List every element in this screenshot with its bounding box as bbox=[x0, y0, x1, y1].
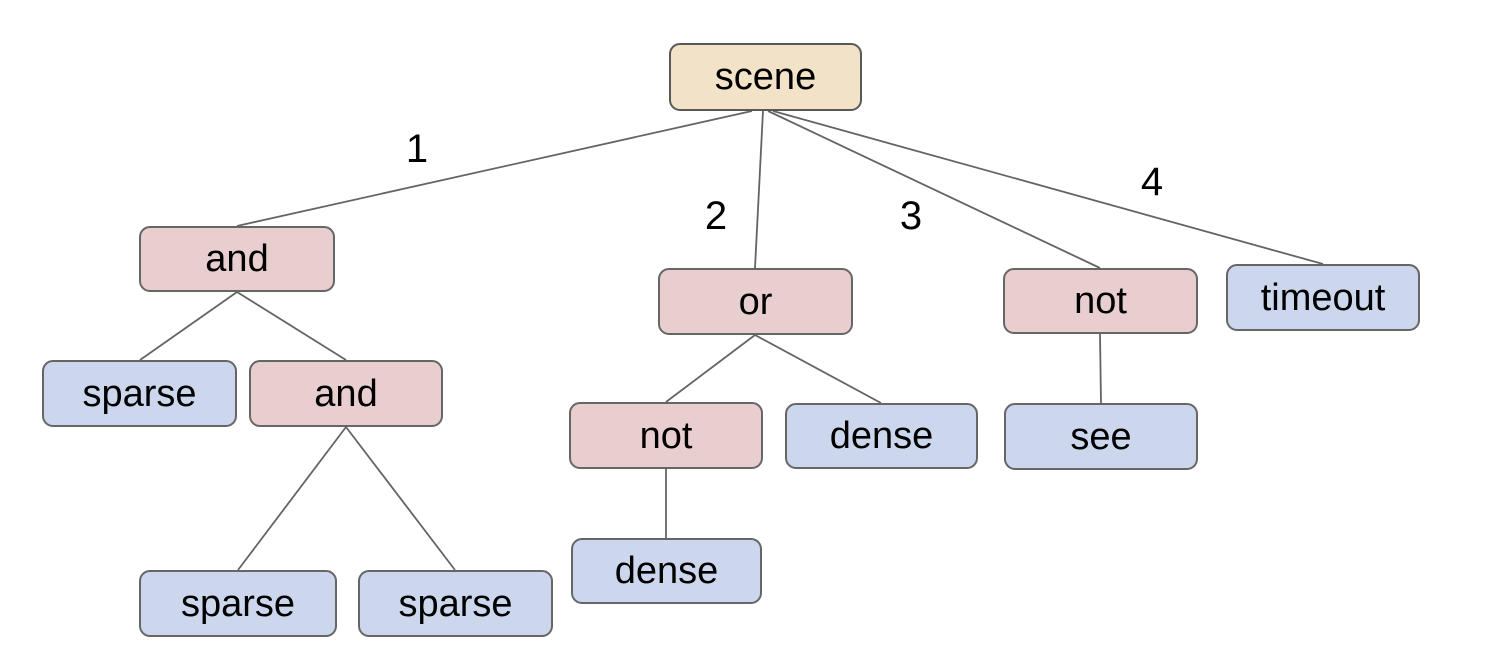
node-or[interactable]: or bbox=[658, 268, 853, 335]
node-timeout[interactable]: timeout bbox=[1226, 264, 1420, 331]
edge-not-see bbox=[1099, 333, 1102, 404]
node-see[interactable]: see bbox=[1004, 403, 1198, 470]
node-dense-under-or[interactable]: dense bbox=[785, 403, 978, 469]
edge-or-dense bbox=[754, 334, 882, 404]
edge-label-2: 2 bbox=[704, 194, 728, 238]
edge-scene-and bbox=[236, 110, 753, 227]
edge-label-4: 4 bbox=[1140, 160, 1164, 204]
node-not-under-or[interactable]: not bbox=[569, 402, 763, 469]
node-sparse-1[interactable]: sparse bbox=[42, 360, 237, 427]
edge-scene-not bbox=[767, 110, 1101, 269]
node-scene[interactable]: scene bbox=[669, 43, 862, 111]
edge-or-not bbox=[665, 334, 756, 403]
node-not[interactable]: not bbox=[1003, 268, 1198, 334]
edge-label-1: 1 bbox=[405, 127, 429, 171]
edge-scene-timeout bbox=[772, 110, 1324, 265]
edge-and2-sparse2 bbox=[237, 426, 347, 571]
edge-and-sparse bbox=[139, 291, 238, 361]
edge-label-3: 3 bbox=[899, 194, 923, 238]
node-dense-under-not[interactable]: dense bbox=[571, 538, 762, 604]
node-nested-and[interactable]: and bbox=[249, 360, 443, 427]
node-sparse-2[interactable]: sparse bbox=[139, 570, 337, 637]
node-sparse-3[interactable]: sparse bbox=[358, 570, 553, 637]
edge-and-and bbox=[236, 291, 347, 361]
node-and[interactable]: and bbox=[139, 226, 335, 292]
edge-scene-or bbox=[754, 110, 764, 269]
edge-and2-sparse3 bbox=[345, 426, 456, 571]
